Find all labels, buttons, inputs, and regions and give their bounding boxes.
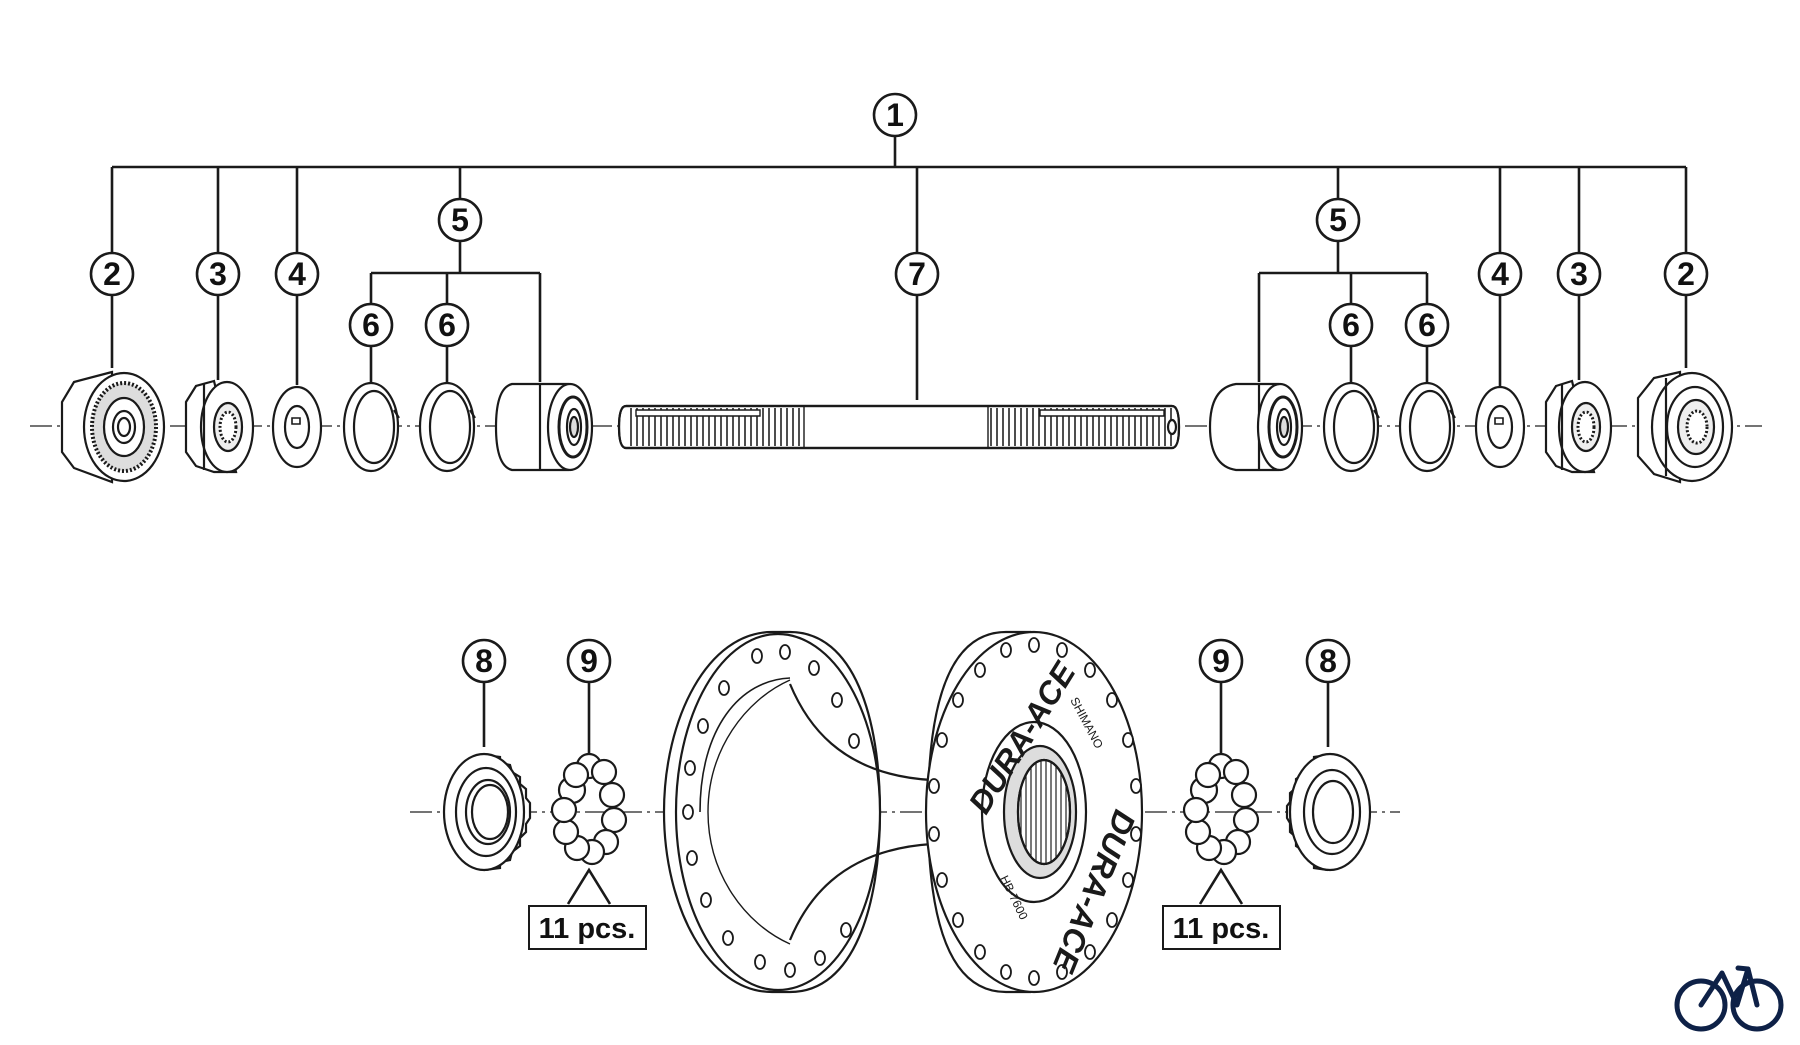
callout-c2-right: 2 <box>1663 251 1709 297</box>
bicycle-icon <box>1674 965 1784 1032</box>
callout-circle <box>1477 251 1523 297</box>
callout-circle <box>274 251 320 297</box>
callout-c6-right-a: 6 <box>1328 302 1374 348</box>
quantity-box-left: 11 pcs. <box>528 905 647 950</box>
callout-circle <box>1315 197 1361 243</box>
callout-circle <box>461 638 507 684</box>
part-3-right-nut <box>1544 379 1613 474</box>
callout-circle <box>424 302 470 348</box>
callout-c8-right: 8 <box>1305 638 1351 684</box>
callout-c5-left: 5 <box>437 197 483 243</box>
part-9-right-bearing-balls <box>1182 752 1260 866</box>
leader-lines <box>110 135 1688 905</box>
hub-shell <box>662 630 1144 994</box>
callout-c4-right: 4 <box>1477 251 1523 297</box>
callout-circle <box>437 197 483 243</box>
callout-number: 3 <box>209 256 227 292</box>
callout-c9-right: 9 <box>1198 638 1244 684</box>
part-2-right-locknut <box>1636 370 1734 484</box>
part-6-right-spacer-a <box>1322 381 1380 473</box>
callout-number: 9 <box>580 643 598 679</box>
part-7-axle <box>617 404 1181 450</box>
callout-circle <box>1328 302 1374 348</box>
axis-centerline <box>30 425 1762 813</box>
part-9-left-bearing-balls <box>550 752 628 866</box>
quantity-label-right: 11 pcs. <box>1173 913 1270 945</box>
part-4-left-washer <box>271 385 323 469</box>
part-5-right-cone <box>1208 382 1304 472</box>
callout-number: 2 <box>103 256 121 292</box>
callout-number: 5 <box>1329 202 1347 238</box>
callout-bubbles: 1 2 3 4 5 6 6 7 5 6 6 4 3 2 8 9 9 8 <box>89 92 1709 684</box>
callout-number: 6 <box>1418 307 1436 343</box>
part-4-right-washer <box>1474 385 1526 469</box>
callout-c3-right: 3 <box>1556 251 1602 297</box>
callout-c9-left: 9 <box>566 638 612 684</box>
callout-circle <box>195 251 241 297</box>
callout-c6-left-a: 6 <box>348 302 394 348</box>
callout-circle <box>1305 638 1351 684</box>
part-6-right-spacer-b <box>1398 381 1456 473</box>
callout-number: 6 <box>362 307 380 343</box>
callout-number: 4 <box>1491 256 1509 292</box>
callout-number: 1 <box>886 97 904 133</box>
quantity-label-left: 11 pcs. <box>539 913 636 945</box>
callout-number: 9 <box>1212 643 1230 679</box>
callout-circle <box>872 92 918 138</box>
callout-circle <box>1556 251 1602 297</box>
part-5-left-cone <box>494 382 594 472</box>
part-6-left-spacer-a <box>342 381 400 473</box>
part-2-left-locknut <box>60 370 166 484</box>
callout-c8-left: 8 <box>461 638 507 684</box>
part-8-left-dust-cap <box>442 752 532 872</box>
callout-circle <box>1198 638 1244 684</box>
callout-number: 2 <box>1677 256 1695 292</box>
callout-circle <box>348 302 394 348</box>
callout-number: 7 <box>908 256 926 292</box>
callout-number: 8 <box>1319 643 1337 679</box>
callout-circle <box>1404 302 1450 348</box>
callout-c6-right-b: 6 <box>1404 302 1450 348</box>
callout-circle <box>894 251 940 297</box>
callout-c1: 1 <box>872 92 918 138</box>
callout-c4-left: 4 <box>274 251 320 297</box>
callout-circle <box>1663 251 1709 297</box>
callout-c2-left: 2 <box>89 251 135 297</box>
callout-c6-left-b: 6 <box>424 302 470 348</box>
callout-c5-right: 5 <box>1315 197 1361 243</box>
part-8-right-dust-cap <box>1285 752 1372 872</box>
callout-number: 3 <box>1570 256 1588 292</box>
callout-number: 8 <box>475 643 493 679</box>
quantity-box-right: 11 pcs. <box>1162 905 1281 950</box>
callout-circle <box>89 251 135 297</box>
part-3-left-nut <box>184 379 255 474</box>
callout-c3-left: 3 <box>195 251 241 297</box>
callout-number: 4 <box>288 256 306 292</box>
part-6-left-spacer-b <box>418 381 476 473</box>
callout-number: 6 <box>1342 307 1360 343</box>
callout-circle <box>566 638 612 684</box>
callout-c7: 7 <box>894 251 940 297</box>
callout-number: 5 <box>451 202 469 238</box>
callout-number: 6 <box>438 307 456 343</box>
